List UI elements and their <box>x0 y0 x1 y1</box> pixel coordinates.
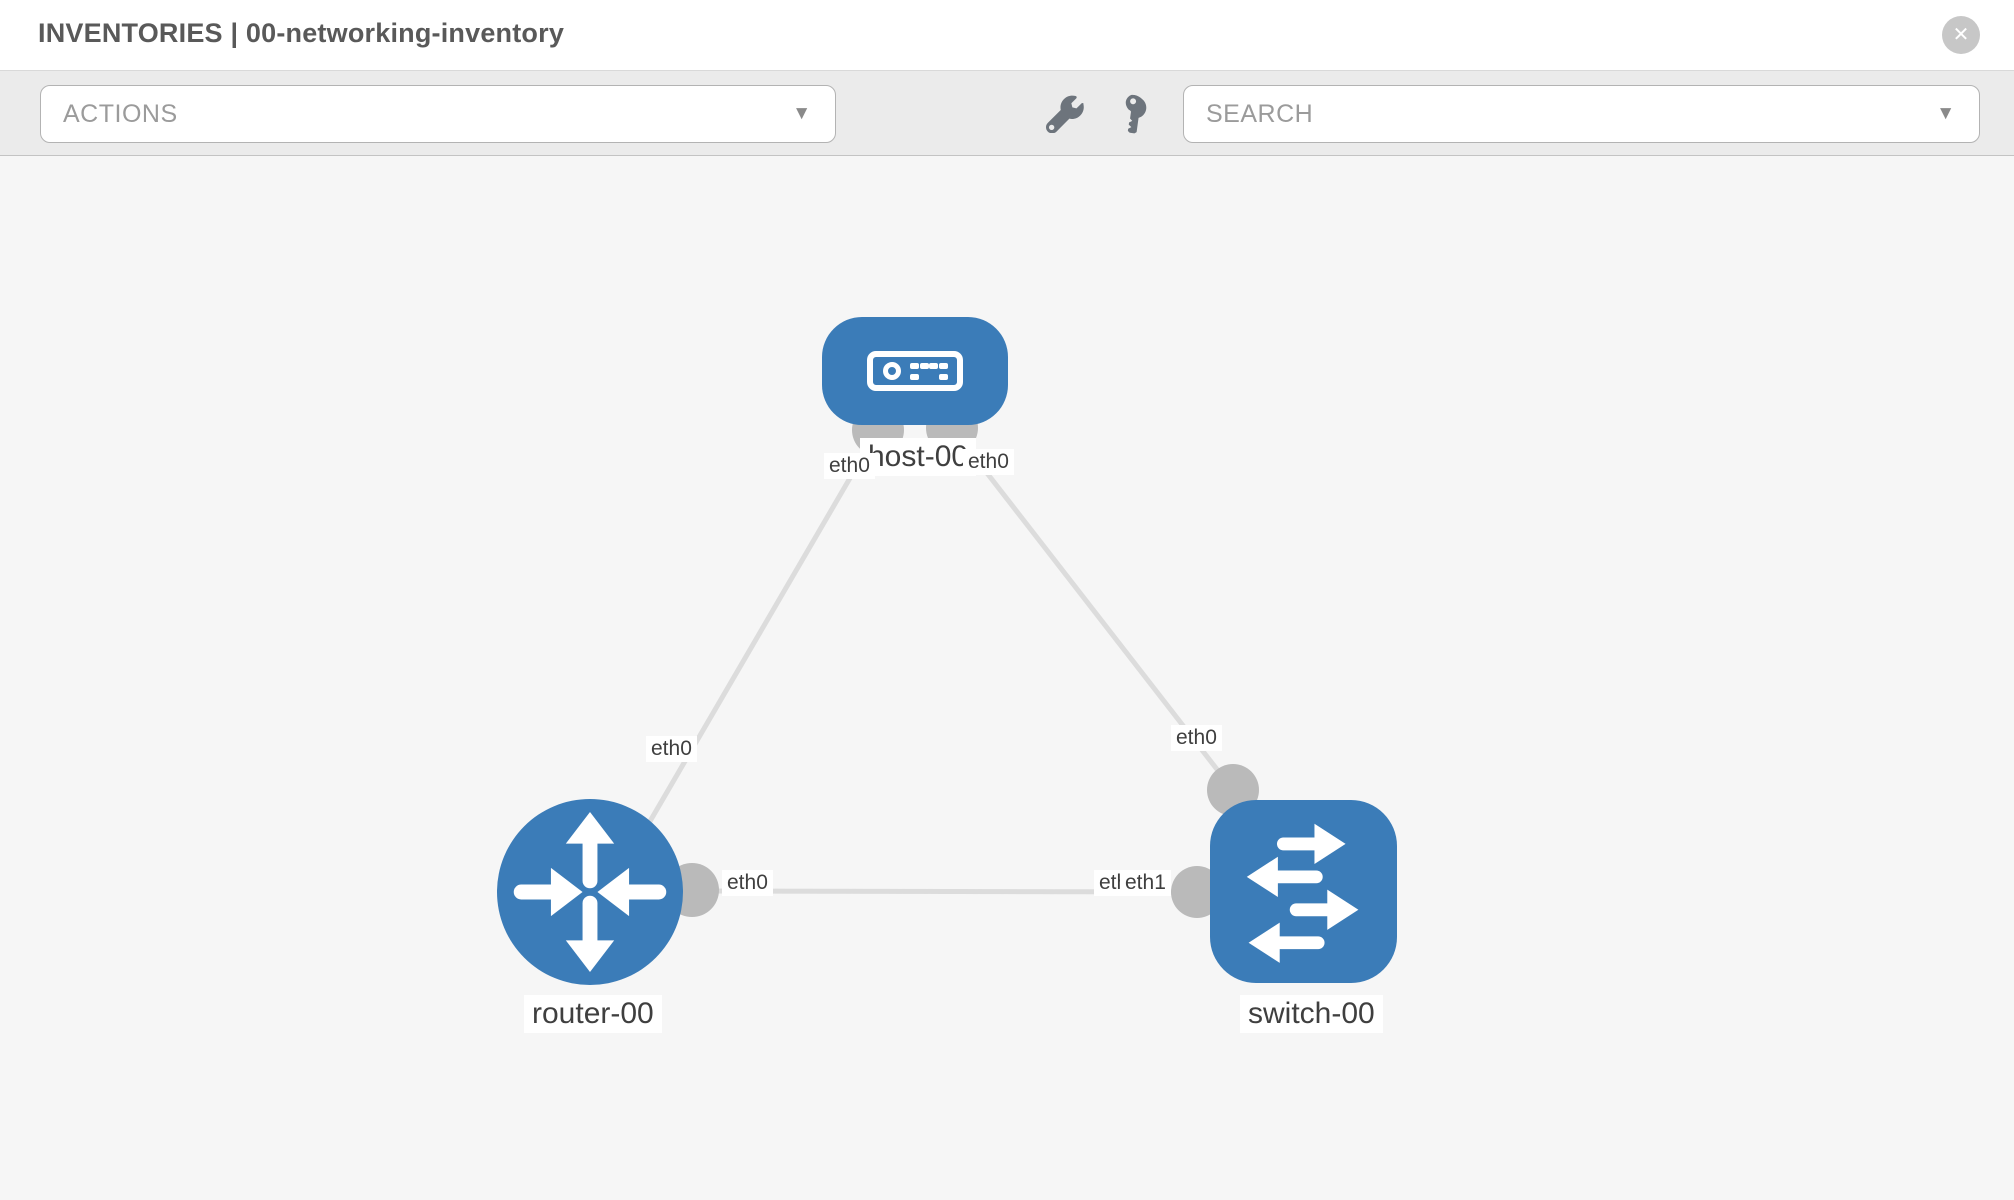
node-router-00[interactable] <box>497 799 683 985</box>
close-icon[interactable]: ✕ <box>1942 16 1980 54</box>
port-label-host-eth0-left: eth0 <box>824 453 875 479</box>
actions-dropdown[interactable]: ACTIONS ▼ <box>40 85 836 143</box>
node-label-switch: switch-00 <box>1240 995 1383 1033</box>
node-label-router: router-00 <box>524 995 662 1033</box>
search-dropdown[interactable]: SEARCH ▼ <box>1183 85 1980 143</box>
header: INVENTORIES | 00-networking-inventory ✕ <box>0 0 2014 70</box>
chevron-down-icon: ▼ <box>792 103 811 124</box>
port-label-router-eth0-up: eth0 <box>646 736 697 762</box>
toolbar: ACTIONS ▼ SEARCH ▼ <box>0 70 2014 156</box>
node-switch-00[interactable] <box>1210 800 1397 983</box>
port-label-router-eth0-h: eth0 <box>722 870 773 896</box>
topology-canvas[interactable]: host-00 router-00 switch-00 eth0 eth0 et… <box>0 157 2014 1200</box>
switch-icon <box>1246 823 1359 963</box>
page-title: INVENTORIES | 00-networking-inventory <box>38 18 565 48</box>
actions-dropdown-label: ACTIONS <box>63 100 178 128</box>
wrench-icon[interactable] <box>1046 95 1084 134</box>
key-icon[interactable] <box>1114 94 1152 136</box>
port-label-host-eth0-right: eth0 <box>963 449 1014 475</box>
chevron-down-icon: ▼ <box>1936 103 1955 124</box>
server-icon <box>867 351 963 391</box>
topology-links <box>646 426 1235 895</box>
node-label-host: host-00 <box>860 438 977 476</box>
search-dropdown-label: SEARCH <box>1206 100 1314 128</box>
router-icon <box>513 812 667 972</box>
port-label-switch-eth1-front: eth1 <box>1120 870 1171 896</box>
node-host-00[interactable] <box>822 317 1008 425</box>
link-host-router <box>646 428 881 825</box>
port-label-switch-eth0-top: eth0 <box>1171 725 1222 751</box>
